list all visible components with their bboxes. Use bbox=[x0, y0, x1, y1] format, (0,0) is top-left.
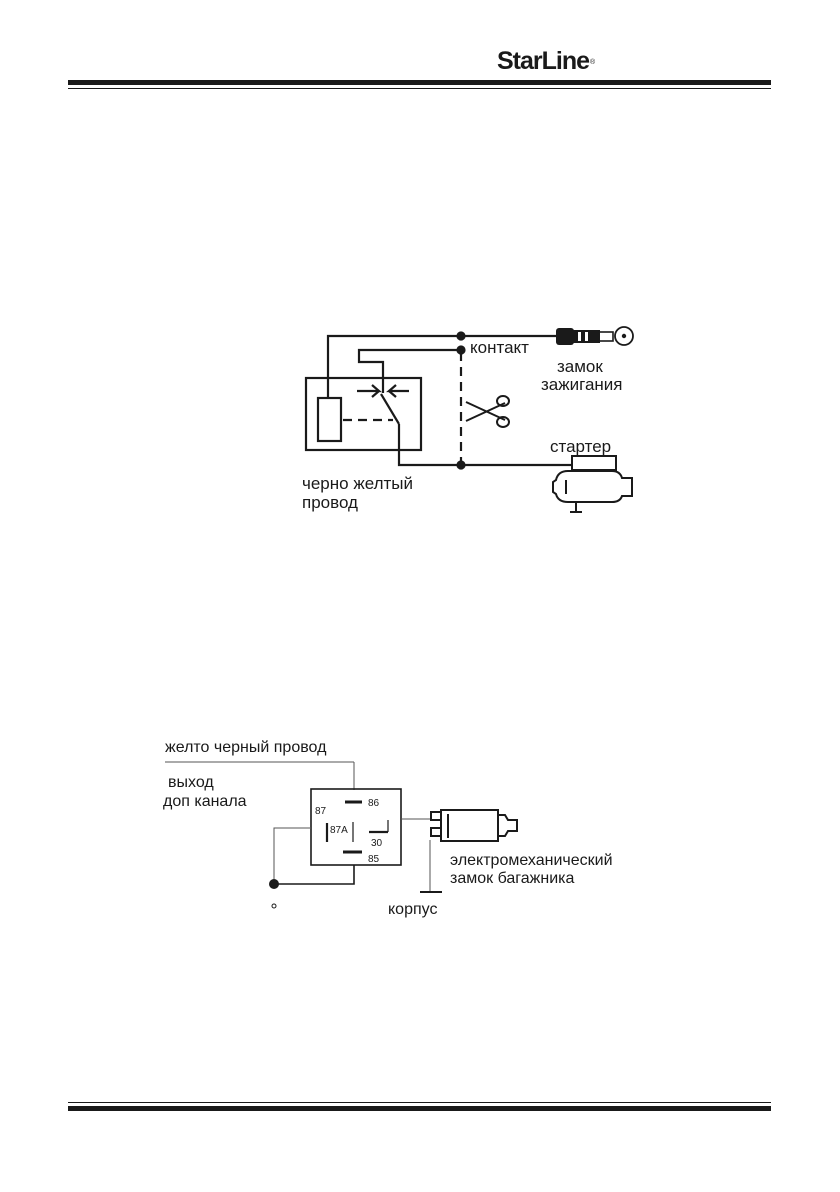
relay-box bbox=[304, 376, 423, 452]
pin85-wire bbox=[274, 865, 355, 885]
junction-dot-3 bbox=[456, 460, 466, 470]
relay-coil bbox=[316, 396, 343, 443]
junction-dot-2 bbox=[456, 345, 466, 355]
lock-label-line2: замок багажника bbox=[450, 870, 574, 887]
ignition-label-line2: зажигания bbox=[541, 375, 623, 394]
ground-label: корпус bbox=[388, 901, 437, 918]
wire-label-line1: черно желтый bbox=[302, 474, 413, 493]
scissors-icon bbox=[465, 395, 510, 428]
starter-blocking-diagram bbox=[304, 331, 572, 470]
pin-85-label: 85 bbox=[368, 854, 380, 865]
header-rule-thick bbox=[68, 80, 771, 85]
ignition-label-line1: замок bbox=[557, 357, 603, 376]
output-label-line1: выход bbox=[168, 774, 214, 791]
logo-text: StarLine bbox=[497, 47, 590, 75]
trunk-lock-diagram bbox=[165, 761, 442, 909]
trunk-lock-actuator-icon bbox=[430, 809, 518, 842]
relay-box-2 bbox=[310, 788, 402, 866]
registered-mark: ® bbox=[590, 59, 595, 66]
junction-dot-4 bbox=[269, 879, 279, 889]
pin-87a-label: 87A bbox=[330, 825, 348, 836]
header-rule-thin bbox=[68, 88, 771, 89]
pin87-wire bbox=[273, 827, 311, 883]
junction-dot-1 bbox=[456, 331, 466, 341]
ignition-feed-wire bbox=[326, 334, 461, 398]
starter-wire-relay bbox=[397, 424, 461, 467]
footer-rule-thick bbox=[68, 1106, 771, 1111]
footer-rule-thin bbox=[68, 1102, 771, 1103]
switch-arrow-left bbox=[357, 384, 382, 393]
contact-wire bbox=[357, 348, 461, 393]
contact-label: контакт bbox=[470, 338, 529, 357]
lock-label-line1: электромеханический bbox=[450, 852, 613, 869]
pin-30-label: 30 bbox=[371, 838, 383, 849]
relay-switch-blade bbox=[380, 393, 400, 425]
ignition-key-icon bbox=[556, 326, 634, 346]
starter-label: стартер bbox=[550, 437, 611, 456]
pin-86-label: 86 bbox=[368, 798, 380, 809]
terminal-dot bbox=[271, 903, 277, 909]
starline-logo: StarLine® bbox=[497, 46, 595, 76]
pin-87-label: 87 bbox=[315, 806, 327, 817]
wire-label-line2: провод bbox=[302, 493, 358, 512]
wire-label: желто черный провод bbox=[165, 739, 327, 756]
output-label-line2: доп канала bbox=[163, 793, 247, 810]
starter-motor-icon bbox=[552, 455, 633, 513]
switch-arrow-right bbox=[386, 384, 409, 393]
